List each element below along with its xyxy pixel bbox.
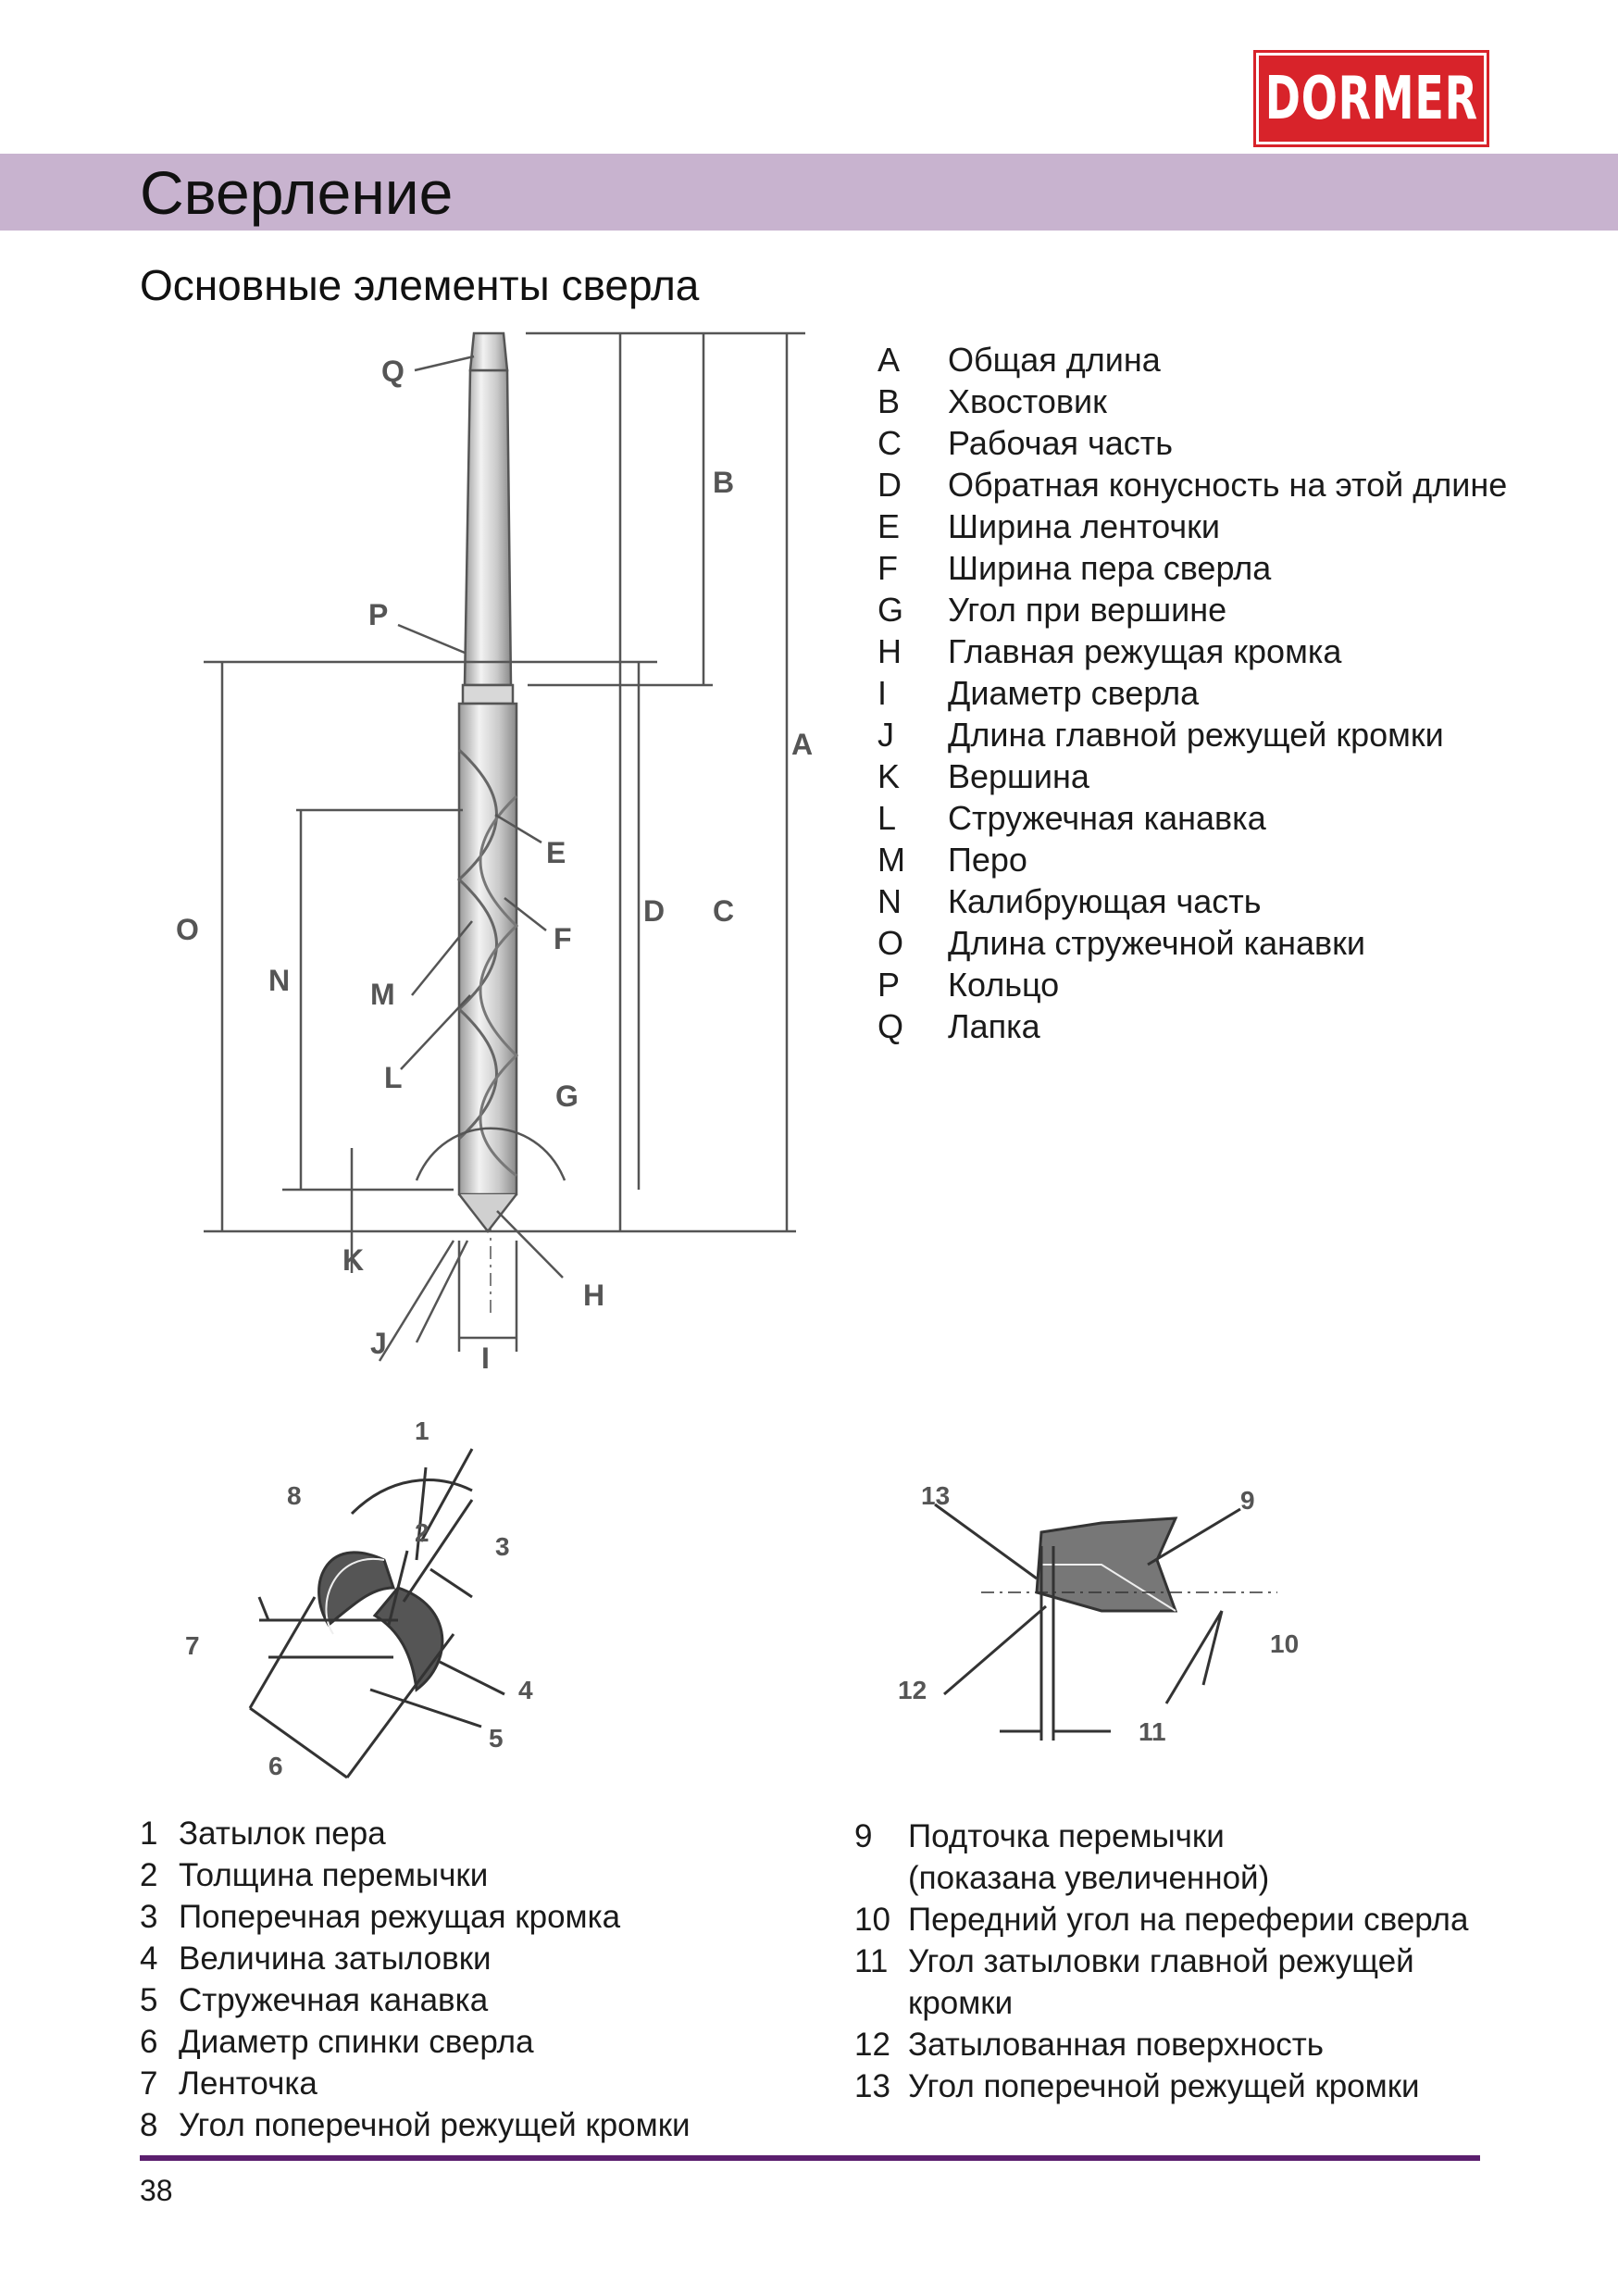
label-D: D: [643, 894, 665, 928]
label-B: B: [713, 466, 734, 499]
label-E: E: [546, 836, 566, 869]
cs-label-6: 6: [268, 1752, 283, 1780]
label-L: L: [384, 1061, 403, 1094]
label-I: I: [481, 1341, 490, 1375]
label-F: F: [554, 922, 572, 955]
label-A: A: [791, 728, 813, 761]
tip-label-13: 13: [921, 1481, 950, 1510]
logo-text: DORMER: [1264, 64, 1478, 133]
drill-tip-diagram: 13 9 10 12 11: [898, 1481, 1299, 1746]
cs-label-2: 2: [415, 1518, 429, 1547]
tip-label-10: 10: [1270, 1629, 1299, 1658]
label-O: O: [176, 913, 199, 946]
label-P: P: [368, 598, 388, 631]
cs-label-7: 7: [185, 1631, 200, 1660]
label-K: K: [342, 1243, 364, 1277]
tip-label-11: 11: [1139, 1717, 1166, 1746]
label-J: J: [370, 1327, 387, 1360]
cs-label-3: 3: [495, 1532, 510, 1561]
section-subtitle: Основные элементы сверла: [140, 261, 700, 309]
page-number: 38: [140, 2174, 173, 2207]
dormer-logo: DORMER: [1253, 50, 1489, 147]
cs-label-4: 4: [518, 1676, 533, 1704]
cs-label-5: 5: [489, 1724, 504, 1753]
drill-main-diagram: Q B P A E F O D C N M L G K H J I: [176, 331, 813, 1375]
label-C: C: [713, 894, 734, 928]
tip-label-12: 12: [898, 1676, 927, 1704]
drill-cross-section-diagram: 1 2 3 8 7 4 5 6: [185, 1416, 533, 1780]
label-Q: Q: [381, 355, 404, 388]
tip-label-9: 9: [1240, 1486, 1255, 1515]
title-band: [0, 154, 1618, 231]
label-H: H: [583, 1279, 604, 1312]
label-G: G: [555, 1079, 579, 1113]
label-M: M: [370, 978, 395, 1011]
cs-label-1: 1: [415, 1416, 429, 1445]
cs-label-8: 8: [287, 1481, 302, 1510]
label-N: N: [268, 964, 290, 997]
page-title: Сверление: [140, 158, 454, 227]
footer-rule: [140, 2155, 1480, 2161]
